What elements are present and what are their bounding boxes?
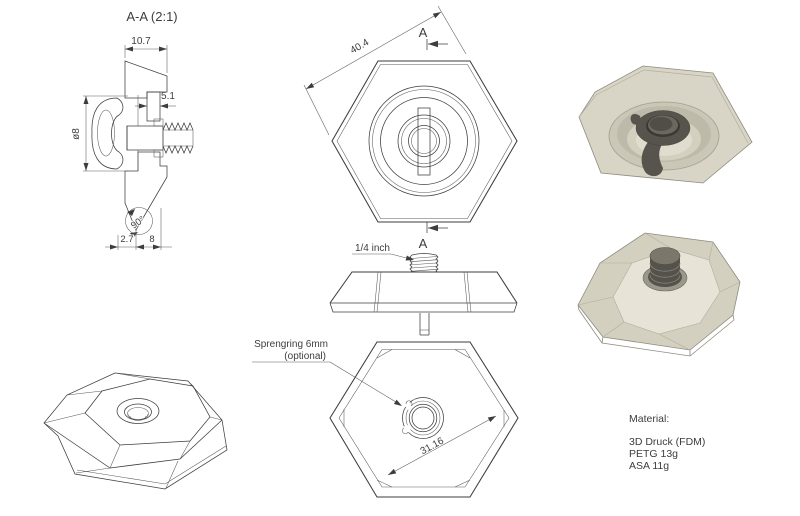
render-underside — [578, 65, 753, 184]
threaded-rod-section — [126, 118, 194, 158]
note-sprengring-line2: (optional) — [284, 351, 326, 362]
side-view: 1/4 inch — [329, 243, 518, 336]
snap-ring-3d — [630, 110, 691, 177]
dimension-bore: ø8 — [71, 95, 128, 172]
section-view: A-A (2:1) 10.7 — [71, 9, 194, 250]
isometric-wireframe — [43, 372, 228, 490]
dimension-tip-offsets: 2.7 8 — [105, 208, 172, 250]
material-line-3: ASA 11g — [629, 460, 669, 472]
back-view: Sprengring 6mm (optional) 31.16 — [252, 339, 519, 498]
snap-ring — [400, 397, 444, 439]
dimension-across-corners-front: 40.4 — [303, 5, 467, 136]
section-title: A-A (2:1) — [126, 9, 177, 24]
section-arrow-bottom: A — [419, 222, 448, 251]
dim-8: 8 — [149, 234, 154, 245]
section-arrow-label-bottom: A — [419, 236, 428, 251]
note-sprengring-line1: Sprengring 6mm — [254, 339, 328, 350]
dimension-plate-thickness: 5.1 — [135, 91, 176, 109]
center-slot — [417, 107, 431, 176]
dimension-top-width: 10.7 — [124, 36, 168, 73]
stem — [419, 313, 430, 336]
section-arrow-label-top: A — [419, 25, 428, 40]
threaded-hole — [116, 398, 160, 424]
dim-2-7: 2.7 — [120, 234, 133, 245]
dim-5-1: 5.1 — [161, 91, 175, 102]
clip-section — [91, 97, 124, 170]
dim-10-7: 10.7 — [131, 36, 151, 47]
thread-label: 1/4 inch — [355, 243, 390, 254]
material-line-2: PETG 13g — [629, 448, 678, 460]
thread-stud-3d — [642, 247, 688, 292]
front-view: 40.4 A A — [303, 5, 518, 251]
render-topside — [577, 232, 741, 357]
section-arrow-top: A — [419, 25, 448, 50]
material-heading: Material: — [629, 413, 669, 425]
snap-ring-note: Sprengring 6mm (optional) — [252, 339, 402, 406]
dim-dia8: ø8 — [71, 128, 82, 140]
dim-90deg: 90° — [129, 214, 147, 231]
material-line-1: 3D Druck (FDM) — [629, 436, 705, 448]
material-note: Material: 3D Druck (FDM) PETG 13g ASA 11… — [629, 413, 705, 472]
front-view-rings — [368, 85, 480, 197]
thread-size-note: 1/4 inch — [352, 243, 414, 261]
thread-screw — [409, 253, 439, 273]
